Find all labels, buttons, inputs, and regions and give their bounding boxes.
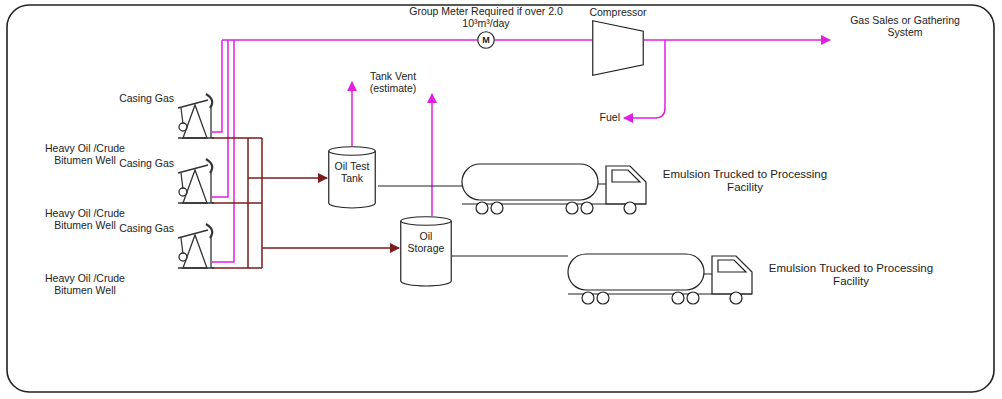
node-heading: Group Meter Required if over 2.0 10³m³/d… xyxy=(396,5,576,29)
compressor-node: Compressor xyxy=(592,20,644,76)
meter-node: MGroup Meter Required if over 2.0 10³m³/… xyxy=(477,31,495,49)
truck xyxy=(568,254,752,304)
pump-jack xyxy=(178,159,214,203)
tank-node: Oil Storage xyxy=(400,216,452,286)
annotation-label: Gas Sales or Gathering System xyxy=(850,14,960,38)
gas-connector xyxy=(495,39,592,41)
annotation-label: Casing Gas xyxy=(112,157,174,169)
tank-node: Oil Test Tank xyxy=(328,146,376,208)
annotation-label: Emulsion Trucked to Processing Facility xyxy=(766,262,936,288)
trap-outline xyxy=(592,20,644,76)
oil-lines xyxy=(212,138,399,268)
annotation-label: Casing Gas xyxy=(112,222,174,234)
pump-jack xyxy=(178,94,214,138)
gas-lines xyxy=(212,40,830,262)
annotation-label: Tank Vent (estimate) xyxy=(362,70,424,94)
annotation-label: Heavy Oil /Crude Bitumen Well xyxy=(30,272,140,296)
node-label: Oil Storage xyxy=(400,230,452,254)
node-label: M xyxy=(482,35,490,45)
truck xyxy=(462,164,646,214)
frame xyxy=(7,5,994,392)
annotation-label: Emulsion Trucked to Processing Facility xyxy=(660,168,830,194)
annotation-label: Fuel xyxy=(590,111,620,123)
annotation-label: Casing Gas xyxy=(112,92,174,104)
pump-jacks xyxy=(178,94,214,268)
node-label: Oil Test Tank xyxy=(328,160,376,184)
node-heading: Compressor xyxy=(578,6,658,18)
trucks xyxy=(378,164,752,304)
pump-jack xyxy=(178,224,214,268)
